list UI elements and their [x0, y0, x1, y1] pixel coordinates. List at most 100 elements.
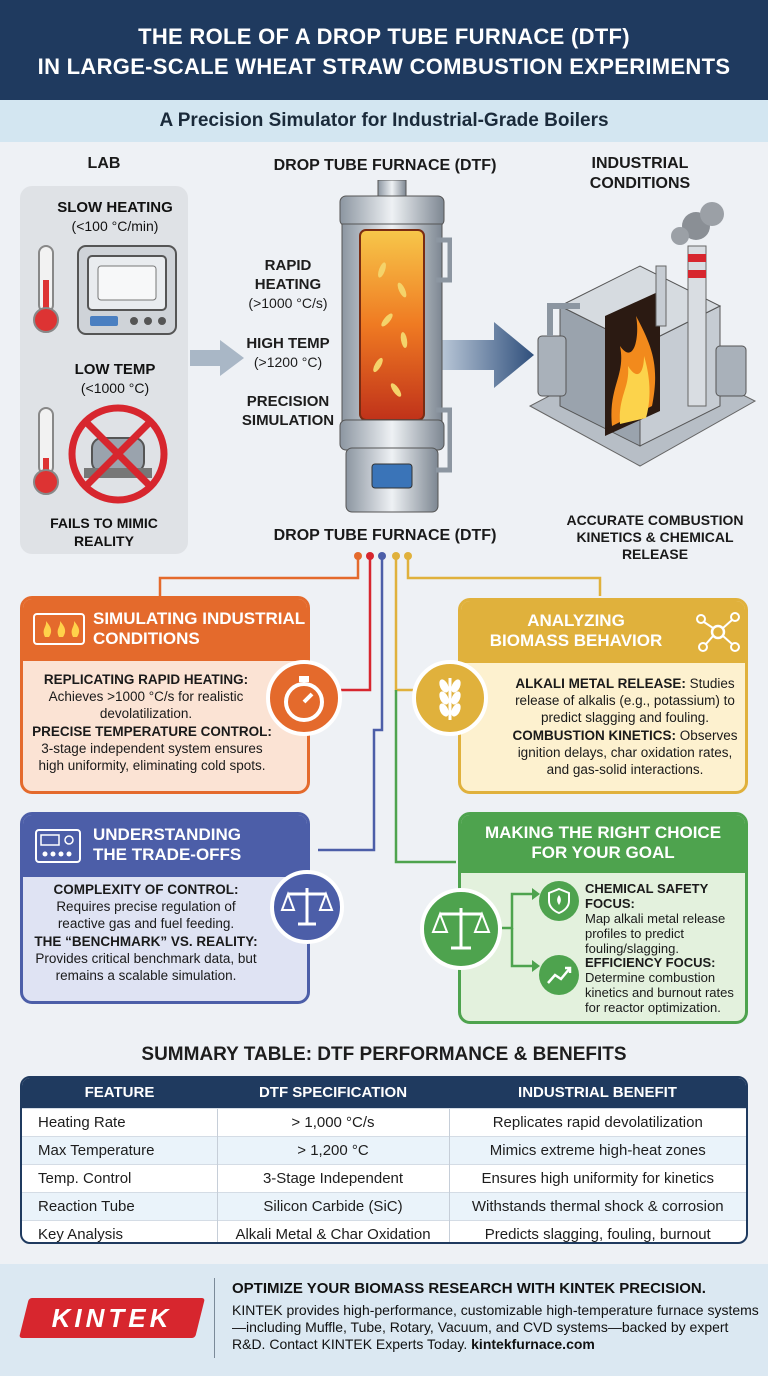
balance-scale-icon — [280, 888, 334, 926]
thermometer-icon — [33, 245, 59, 333]
industrial-title-line2: CONDITIONS — [589, 175, 691, 192]
arrow-right-icon — [190, 340, 244, 376]
card-tradeoffs-p1: COMPLEXITY OF CONTROL: Requires precise … — [31, 881, 261, 932]
table-cell: Reaction Tube — [22, 1191, 217, 1220]
card-choice-p2-text: Determine combustion kinetics and burnou… — [585, 970, 734, 1015]
branch-arrows — [502, 888, 540, 972]
card-choice-p1-text: Map alkali metal release profiles to pre… — [585, 911, 726, 956]
dtf-high-temp-label: HIGH TEMP — [246, 335, 330, 352]
table-cell: Ensures high uniformity for kinetics — [448, 1163, 746, 1192]
table-cell: 3-Stage Independent — [216, 1163, 449, 1192]
footer-body-text: KINTEK provides high-performance, custom… — [232, 1302, 759, 1352]
dtf-high-temp: HIGH TEMP (>1200 °C) — [236, 334, 340, 372]
card-analyzing-title-line1: ANALYZING — [527, 611, 625, 630]
card-tradeoffs-title: UNDERSTANDING THE TRADE-OFFS — [93, 825, 241, 865]
summary-table: FEATURE DTF SPECIFICATION INDUSTRIAL BEN… — [20, 1076, 748, 1244]
footer-headline: OPTIMIZE YOUR BIOMASS RESEARCH WITH KINT… — [232, 1280, 706, 1297]
balance-scale-icon — [431, 908, 491, 950]
card-analyzing-p1-text: Studies release of alkalis (e.g., potass… — [515, 676, 735, 725]
card-analyzing-title: ANALYZING BIOMASS BEHAVIOR — [461, 611, 691, 651]
lab-slow-heating: SLOW HEATING (<100 °C/min) — [40, 198, 190, 235]
card-simulating-p2-text: 3-stage independent system ensures high … — [38, 741, 266, 773]
table-cell: Mimics extreme high-heat zones — [448, 1135, 746, 1164]
dtf-title: DROP TUBE FURNACE (DTF) — [273, 157, 497, 174]
wheat-icon — [439, 678, 461, 720]
card-simulating-p1-heading: REPLICATING RAPID HEATING: — [43, 672, 249, 687]
card-tradeoffs-p2-text: Provides critical benchmark data, but re… — [35, 951, 257, 983]
card-analyzing-header: ANALYZING BIOMASS BEHAVIOR — [461, 601, 745, 663]
table-cell: Predicts slagging, fouling, burnout — [448, 1219, 746, 1242]
card-simulating-title-line1: SIMULATING INDUSTRIAL — [93, 609, 306, 628]
dtf-rapid-value: (>1000 °C/s) — [248, 295, 328, 311]
table-cell: Key Analysis — [22, 1219, 217, 1242]
lab-low-temp: LOW TEMP (<1000 °C) — [40, 360, 190, 397]
scales-badge-blue — [270, 870, 344, 944]
industrial-boiler-illustration — [528, 202, 757, 467]
lab-fails-line1: FAILS TO MIMIC — [50, 515, 158, 531]
table-cell: Withstands thermal shock & corrosion — [448, 1191, 746, 1220]
stopwatch-badge — [266, 660, 342, 736]
industrial-title: INDUSTRIAL CONDITIONS — [560, 154, 720, 194]
card-right-choice: MAKING THE RIGHT CHOICE FOR YOUR GOAL CH… — [458, 812, 748, 1024]
table-header-cell: INDUSTRIAL BENEFIT — [449, 1078, 746, 1108]
drop-tube-furnace-illustration — [339, 180, 452, 513]
card-choice-p2: EFFICIENCY FOCUS: Determine combustion k… — [585, 955, 745, 1015]
shield-badge — [539, 881, 579, 921]
table-cell: Silicon Carbide (SiC) — [216, 1191, 449, 1220]
card-choice-p2-heading: EFFICIENCY FOCUS: — [585, 955, 716, 970]
lab-fails-line2: REALITY — [74, 533, 134, 549]
shield-icon — [548, 887, 570, 915]
dtf-rapid-heating: RAPID HEATING (>1000 °C/s) — [236, 256, 340, 313]
dtf-rapid-line1: RAPID — [264, 257, 312, 274]
card-analyzing-p2: COMBUSTION KINETICS: Observes ignition d… — [505, 727, 745, 778]
card-tradeoffs-title-line2: THE TRADE-OFFS — [93, 845, 242, 864]
card-tradeoffs-title-line1: UNDERSTANDING — [93, 825, 241, 844]
card-simulating-p2: PRECISE TEMPERATURE CONTROL: 3-stage ind… — [27, 723, 277, 774]
industrial-caption-line2: KINETICS & CHEMICAL RELEASE — [576, 529, 734, 562]
table-cell: Alkali Metal & Char Oxidation — [216, 1219, 449, 1242]
dtf-precision: PRECISION SIMULATION — [232, 392, 344, 430]
card-trade-offs: UNDERSTANDING THE TRADE-OFFS COMPLEXITY … — [20, 812, 310, 1004]
card-tradeoffs-p2: THE “BENCHMARK” VS. REALITY: Provides cr… — [31, 933, 261, 984]
card-analyzing-p1-heading: ALKALI METAL RELEASE: — [515, 676, 686, 691]
footer-url-link[interactable]: kintekfurnace.com — [471, 1336, 595, 1352]
prohibited-equipment-icon — [68, 404, 168, 504]
card-choice-title-line2: FOR YOUR GOAL — [531, 843, 675, 862]
card-simulating-p1-text: Achieves >1000 °C/s for realistic devola… — [48, 689, 244, 721]
dtf-high-temp-value: (>1200 °C) — [253, 354, 323, 370]
summary-table-grid: FEATURE DTF SPECIFICATION INDUSTRIAL BEN… — [22, 1078, 746, 1242]
lab-low-temp-value: (<1000 °C) — [80, 380, 150, 396]
card-analyzing-p1: ALKALI METAL RELEASE: Studies release of… — [505, 675, 745, 726]
dtf-precision-line1: PRECISION — [246, 393, 330, 410]
page-title-line2: IN LARGE-SCALE WHEAT STRAW COMBUSTION EX… — [37, 54, 731, 79]
card-simulating-p1: REPLICATING RAPID HEATING: Achieves >100… — [31, 671, 261, 722]
card-simulating-industrial: SIMULATING INDUSTRIAL CONDITIONS REPLICA… — [20, 596, 310, 794]
page-title-line1: THE ROLE OF A DROP TUBE FURNACE (DTF) — [138, 24, 630, 49]
card-simulating-title-line2: CONDITIONS — [93, 629, 200, 648]
card-analyzing-p2-heading: COMBUSTION KINETICS: — [512, 728, 676, 743]
table-header-row: FEATURE DTF SPECIFICATION INDUSTRIAL BEN… — [22, 1078, 746, 1108]
card-tradeoffs-p2-heading: THE “BENCHMARK” VS. REALITY: — [34, 934, 258, 949]
table-cell: Temp. Control — [22, 1163, 217, 1192]
industrial-caption: ACCURATE COMBUSTION KINETICS & CHEMICAL … — [550, 512, 760, 563]
scales-badge-green — [420, 888, 502, 970]
page-header: THE ROLE OF A DROP TUBE FURNACE (DTF) IN… — [0, 0, 768, 100]
table-header-cell: DTF SPECIFICATION — [217, 1078, 449, 1108]
kintek-logo-text: KINTEK — [51, 1303, 173, 1333]
card-choice-header: MAKING THE RIGHT CHOICE FOR YOUR GOAL — [461, 815, 745, 873]
table-cell: Replicates rapid devolatilization — [448, 1107, 746, 1136]
summary-table-title: SUMMARY TABLE: DTF PERFORMANCE & BENEFIT… — [141, 1044, 627, 1065]
card-choice-title: MAKING THE RIGHT CHOICE FOR YOUR GOAL — [461, 823, 745, 863]
molecule-icon — [696, 612, 740, 652]
card-choice-p1: CHEMICAL SAFETY FOCUS: Map alkali metal … — [585, 881, 745, 956]
card-analyzing-title-line2: BIOMASS BEHAVIOR — [489, 631, 663, 650]
page-subtitle: A Precision Simulator for Industrial-Gra… — [0, 100, 768, 142]
lab-low-temp-label: LOW TEMP — [74, 361, 156, 378]
footer-body: KINTEK provides high-performance, custom… — [232, 1302, 762, 1353]
lab-oven-icon — [77, 245, 177, 335]
